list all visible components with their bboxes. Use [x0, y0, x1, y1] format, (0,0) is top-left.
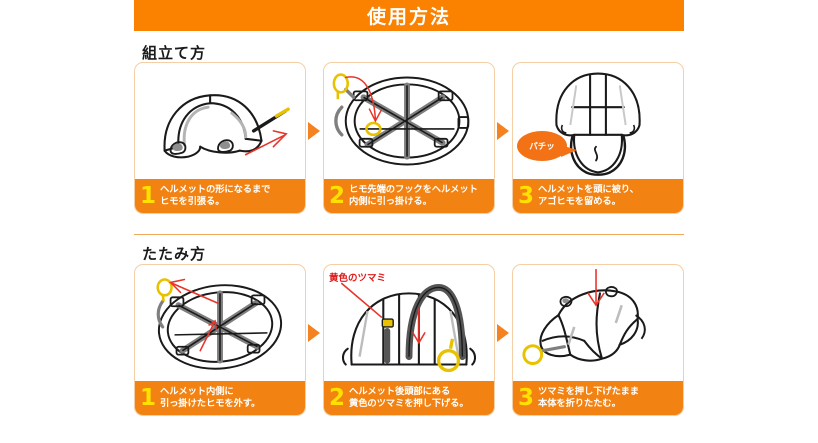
- annotation-text: 黄色のツマミ: [329, 273, 387, 284]
- step-panel-fold-1: 1 ヘルメット内側に 引っ掛けたヒモを外す。: [134, 264, 306, 416]
- step-text-line-1: ヘルメット後頭部にある: [349, 385, 451, 397]
- section-divider: [134, 234, 684, 235]
- illustration-helmet-interior-hook: [324, 63, 494, 181]
- sound-effect-bubble-tail: [561, 145, 577, 157]
- step-text-line-1: ヘルメット内側に: [160, 385, 234, 397]
- step-panel-assemble-1: 1 ヘルメットの形になるまで ヒモを引張る。: [134, 62, 306, 214]
- flow-arrow-1: [308, 122, 320, 140]
- page-title: 使用方法: [366, 6, 451, 28]
- assemble-steps-row: 1 ヘルメットの形になるまで ヒモを引張る。: [134, 62, 684, 214]
- step-text-line-2: アゴヒモを留める。: [538, 196, 621, 207]
- illustration-helmet-side-pull-cord: [135, 63, 305, 181]
- step-text-line-2: 引っ掛けたヒモを外す。: [160, 398, 261, 409]
- step-text: ヘルメットの形になるまで ヒモを引張る。: [160, 184, 270, 209]
- step-number: 3: [518, 384, 535, 411]
- illustration-helmet-folded: [513, 265, 683, 383]
- illustration-helmet-rear-knob: [324, 265, 494, 383]
- section-title-assemble: 組立て方: [142, 44, 207, 62]
- sound-effect-bubble: パチッ: [517, 131, 567, 161]
- step-text: ヘルメットを頭に被り、 アゴヒモを留める。: [538, 184, 639, 209]
- illustration-helmet-worn-front: [513, 63, 683, 181]
- step-text-line-1: ヒモ先端のフックをヘルメット: [349, 183, 478, 195]
- step-panel-fold-2: 黄色のツマミ 2 ヘルメット後頭部にある 黄色のツマミを押し下げる。: [323, 264, 495, 416]
- step-text-line-1: ヘルメットの形になるまで: [160, 183, 271, 195]
- annotation-yellow-knob: 黄色のツマミ: [329, 270, 386, 284]
- step-number: 3: [518, 182, 535, 209]
- flow-arrow-3: [308, 324, 320, 342]
- step-text-line-1: ツマミを押し下げたまま: [538, 385, 639, 397]
- step-caption-assemble-3: 3 ヘルメットを頭に被り、 アゴヒモを留める。: [513, 179, 683, 213]
- step-caption-fold-3: 3 ツマミを押し下げたまま 本体を折りたたむ。: [513, 381, 683, 415]
- step-number: 2: [329, 182, 346, 209]
- step-text-line-2: 内側に引っ掛ける。: [349, 196, 432, 207]
- step-text-line-2: 黄色のツマミを押し下げる。: [349, 398, 469, 409]
- fold-steps-row: 1 ヘルメット内側に 引っ掛けたヒモを外す。: [134, 264, 684, 416]
- step-text: ヒモ先端のフックをヘルメット 内側に引っ掛ける。: [349, 184, 478, 209]
- step-caption-assemble-2: 2 ヒモ先端のフックをヘルメット 内側に引っ掛ける。: [324, 179, 494, 213]
- step-text-line-1: ヘルメットを頭に被り、: [538, 183, 639, 195]
- step-panel-assemble-2: 2 ヒモ先端のフックをヘルメット 内側に引っ掛ける。: [323, 62, 495, 214]
- step-text: ヘルメット内側に 引っ掛けたヒモを外す。: [160, 386, 260, 411]
- sound-effect-text: パチッ: [529, 142, 555, 152]
- step-caption-assemble-1: 1 ヘルメットの形になるまで ヒモを引張る。: [135, 179, 305, 213]
- step-number: 1: [140, 182, 157, 209]
- section-title-fold: たたみ方: [142, 245, 207, 263]
- step-text: ツマミを押し下げたまま 本体を折りたたむ。: [538, 386, 639, 411]
- step-number: 2: [329, 384, 346, 411]
- step-text-line-2: ヒモを引張る。: [160, 196, 225, 207]
- step-text: ヘルメット後頭部にある 黄色のツマミを押し下げる。: [349, 386, 469, 411]
- step-caption-fold-1: 1 ヘルメット内側に 引っ掛けたヒモを外す。: [135, 381, 305, 415]
- step-number: 1: [140, 384, 157, 411]
- header-banner: 使用方法: [134, 0, 684, 31]
- illustration-helmet-interior-unhook: [135, 265, 305, 383]
- flow-arrow-2: [497, 122, 509, 140]
- step-text-line-2: 本体を折りたたむ。: [538, 398, 621, 409]
- step-caption-fold-2: 2 ヘルメット後頭部にある 黄色のツマミを押し下げる。: [324, 381, 494, 415]
- flow-arrow-4: [497, 324, 509, 342]
- step-panel-fold-3: 3 ツマミを押し下げたまま 本体を折りたたむ。: [512, 264, 684, 416]
- step-panel-assemble-3: パチッ 3 ヘルメットを頭に被り、 アゴヒモを留める。: [512, 62, 684, 214]
